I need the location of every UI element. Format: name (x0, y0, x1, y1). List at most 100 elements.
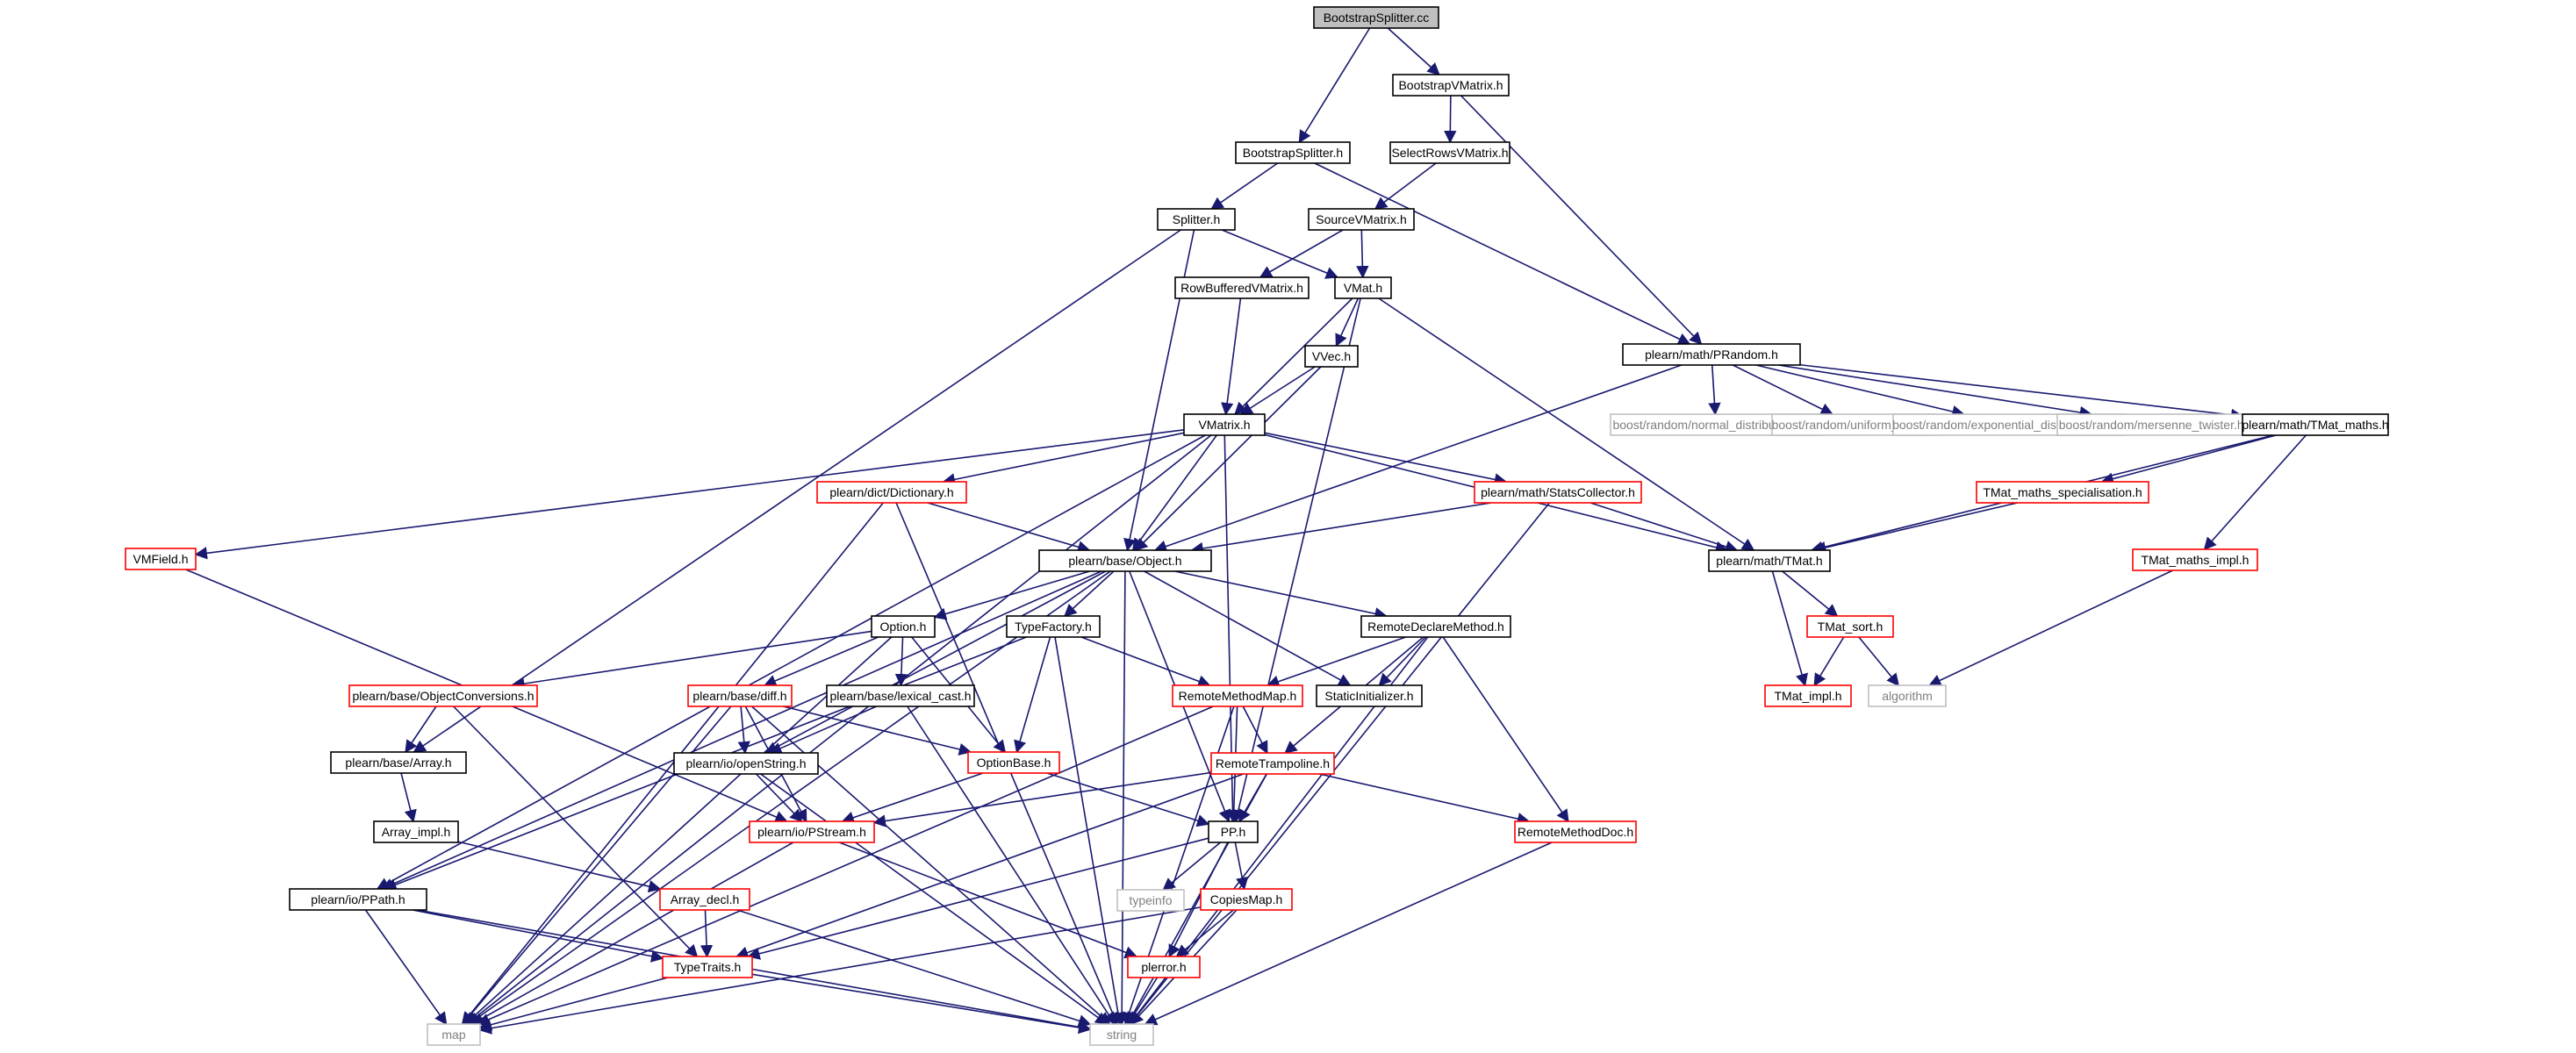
node-box (2242, 413, 2389, 436)
edge-vmat-to-vmatrix (1234, 297, 1353, 416)
node-tmms[interactable]: TMat_maths_specialisation.h (1976, 481, 2149, 504)
edge-bsh-to-prand (1314, 162, 1691, 345)
edge-vmat-to-pp (1231, 297, 1361, 823)
node-box (289, 888, 427, 911)
node-box (1127, 956, 1201, 978)
node-ob[interactable]: OptionBase.h (967, 751, 1060, 774)
node-box (659, 888, 750, 911)
node-rdm[interactable]: RemoteDeclareMethod.h (1360, 615, 1511, 638)
node-box (1764, 684, 1852, 707)
edge-lcast-to-ostr (769, 706, 877, 755)
node-label: StaticInitializer.h (1324, 689, 1413, 703)
node-diff[interactable]: plearn/base/diff.h (687, 684, 793, 707)
node-rmd[interactable]: RemoteMethodDoc.h (1514, 820, 1637, 843)
edge-tsort-to-timpl (1813, 636, 1845, 687)
node-label: PP.h (1221, 825, 1246, 839)
node-srv[interactable]: SelectRowsVMatrix.h (1389, 141, 1510, 164)
node-lcast[interactable]: plearn/base/lexical_cast.h (826, 684, 975, 707)
node-ostr[interactable]: plearn/io/openString.h (673, 752, 819, 775)
edge-lcast-to-string (907, 706, 1116, 1026)
node-label: plearn/base/Array.h (345, 756, 451, 770)
node-rmm[interactable]: RemoteMethodMap.h (1172, 684, 1303, 707)
edge-ppath-to-tt (412, 909, 664, 963)
edge-tf-to-rmm (1080, 636, 1211, 688)
node-arr[interactable]: plearn/base/Array.h (330, 751, 467, 774)
node-box (749, 820, 875, 843)
edge-stats-to-string (1129, 502, 1550, 1026)
edge-rmm-to-map (477, 706, 1214, 1026)
node-dict[interactable]: plearn/dict/Dictionary.h (816, 481, 967, 504)
edge-ostr-to-string (760, 773, 1109, 1025)
node-label: RowBufferedVMatrix.h (1180, 281, 1303, 295)
edge-pp-to-cm (1234, 842, 1249, 891)
edge-vmat-to-tmat (1378, 297, 1755, 551)
node-label: string (1107, 1028, 1137, 1042)
node-cm[interactable]: CopiesMap.h (1200, 888, 1293, 911)
node-bsc[interactable]: BootstrapSplitter.cc (1313, 6, 1439, 29)
node-box (1304, 345, 1359, 368)
node-tsort[interactable]: TMat_sort.h (1806, 615, 1894, 638)
node-label: Splitter.h (1173, 212, 1220, 226)
node-label: TMat_impl.h (1774, 689, 1841, 703)
edge-vmatrix-to-map (466, 434, 1212, 1025)
edge-prand-to-bed (1755, 364, 1965, 419)
node-tf[interactable]: TypeFactory.h (1006, 615, 1101, 638)
edge-obj-to-opt (933, 570, 1090, 620)
node-pst[interactable]: plearn/io/PStream.h (749, 820, 875, 843)
node-vvec[interactable]: VVec.h (1304, 345, 1359, 368)
edge-arrd-to-string (736, 909, 1092, 1028)
node-label: VMField.h (133, 552, 188, 566)
node-label: OptionBase.h (977, 756, 1051, 770)
node-label: RemoteMethodMap.h (1179, 689, 1297, 703)
node-vmat[interactable]: VMat.h (1334, 276, 1392, 299)
node-stats[interactable]: plearn/math/StatsCollector.h (1474, 481, 1642, 504)
node-tt[interactable]: TypeTraits.h (662, 956, 753, 978)
node-box (1868, 684, 1947, 707)
edge-dict-to-obj (927, 502, 1091, 554)
edge-diff-to-ostr (737, 706, 750, 755)
node-spl[interactable]: Splitter.h (1157, 208, 1236, 231)
edge-stats-to-obj (1190, 502, 1492, 555)
node-bsh[interactable]: BootstrapSplitter.h (1235, 141, 1351, 164)
node-tmat[interactable]: plearn/math/TMat.h (1708, 549, 1831, 572)
node-timpl[interactable]: TMat_impl.h (1764, 684, 1852, 707)
node-box (125, 548, 197, 570)
node-label: plearn/math/StatsCollector.h (1481, 485, 1635, 499)
node-arri[interactable]: Array_impl.h (373, 820, 459, 843)
node-ppath[interactable]: plearn/io/PPath.h (289, 888, 427, 911)
node-rt[interactable]: RemoteTrampoline.h (1210, 752, 1335, 775)
nodes-layer: BootstrapSplitter.ccBootstrapVMatrix.hBo… (125, 6, 2389, 1046)
node-box (1116, 889, 1185, 912)
node-perr[interactable]: plerror.h (1127, 956, 1201, 978)
node-vmatrix[interactable]: VMatrix.h (1183, 413, 1266, 436)
node-box (1389, 141, 1510, 164)
node-label: CopiesMap.h (1210, 892, 1283, 906)
node-prand[interactable]: plearn/math/PRandom.h (1622, 343, 1801, 366)
node-oc[interactable]: plearn/base/ObjectConversions.h (348, 684, 538, 707)
node-opt[interactable]: Option.h (871, 615, 936, 638)
node-svm[interactable]: SourceVMatrix.h (1308, 208, 1415, 231)
edge-spl-to-arr (413, 229, 1181, 753)
edge-ob-to-pst (841, 772, 984, 824)
edge-pst-to-perr (838, 842, 1138, 959)
node-label: typeinfo (1129, 893, 1172, 907)
edge-prand-to-tmm (1799, 363, 2244, 422)
node-obj[interactable]: plearn/base/Object.h (1038, 549, 1212, 572)
node-tmmi[interactable]: TMat_maths_impl.h (2132, 548, 2258, 571)
node-box (1172, 684, 1303, 707)
node-pp[interactable]: PP.h (1208, 820, 1259, 843)
edge-cm-to-perr (1175, 909, 1234, 957)
edge-svm-to-vmat (1356, 229, 1369, 279)
node-arrd[interactable]: Array_decl.h (659, 888, 750, 911)
node-rbv[interactable]: RowBufferedVMatrix.h (1174, 276, 1310, 299)
node-box (1089, 1023, 1154, 1046)
edge-vvec-to-obj (1135, 366, 1322, 552)
node-vmf[interactable]: VMField.h (125, 548, 197, 570)
node-tmm[interactable]: plearn/math/TMat_maths.h (2242, 413, 2389, 436)
node-box (662, 956, 753, 978)
node-bvm[interactable]: BootstrapVMatrix.h (1392, 74, 1510, 97)
node-label: TypeFactory.h (1015, 620, 1092, 634)
node-algo: algorithm (1868, 684, 1947, 707)
node-si[interactable]: StaticInitializer.h (1316, 684, 1423, 707)
